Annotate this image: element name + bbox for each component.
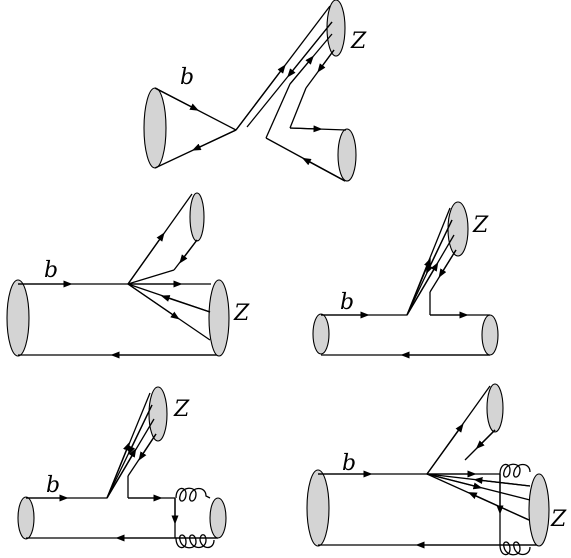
diagram-middle-right: b Z: [312, 201, 499, 359]
diagram-bottom-right: b Z: [306, 383, 567, 556]
diagram-top: b Z: [143, 0, 367, 182]
gluon-lower: [175, 534, 215, 549]
meson-label: Z: [472, 213, 489, 238]
b-meson-blob: [17, 496, 35, 540]
diagram-bottom-left: b Z: [17, 386, 227, 549]
b-meson-blob: [306, 469, 330, 547]
quark-label: b: [340, 290, 354, 315]
gluon-upper: [499, 463, 531, 478]
z-meson-blob: [148, 386, 168, 442]
light-meson-blob: [189, 192, 205, 242]
z-meson-blob: [326, 0, 346, 57]
z-meson-blob: [528, 473, 550, 547]
quark-label: b: [44, 258, 58, 283]
light-meson-blob: [486, 383, 504, 433]
light-meson-blob: [209, 497, 227, 539]
z-meson-blob: [447, 201, 469, 257]
meson-label: Z: [173, 397, 190, 422]
quark-label: b: [46, 473, 60, 498]
meson-label: Z: [550, 507, 567, 532]
light-meson-blob: [337, 128, 357, 182]
z-meson-blob: [208, 279, 230, 357]
meson-label: Z: [350, 29, 367, 54]
quark-label: b: [342, 451, 356, 476]
b-meson-blob: [6, 279, 30, 357]
gluon-upper: [175, 487, 211, 502]
diagram-middle-left: b Z: [6, 192, 250, 359]
b-meson-blob: [143, 87, 167, 169]
meson-label: Z: [233, 301, 250, 326]
light-meson-blob: [481, 314, 499, 356]
quark-label: b: [180, 65, 194, 90]
gluon-lower: [499, 541, 531, 556]
b-meson-blob: [312, 313, 330, 355]
